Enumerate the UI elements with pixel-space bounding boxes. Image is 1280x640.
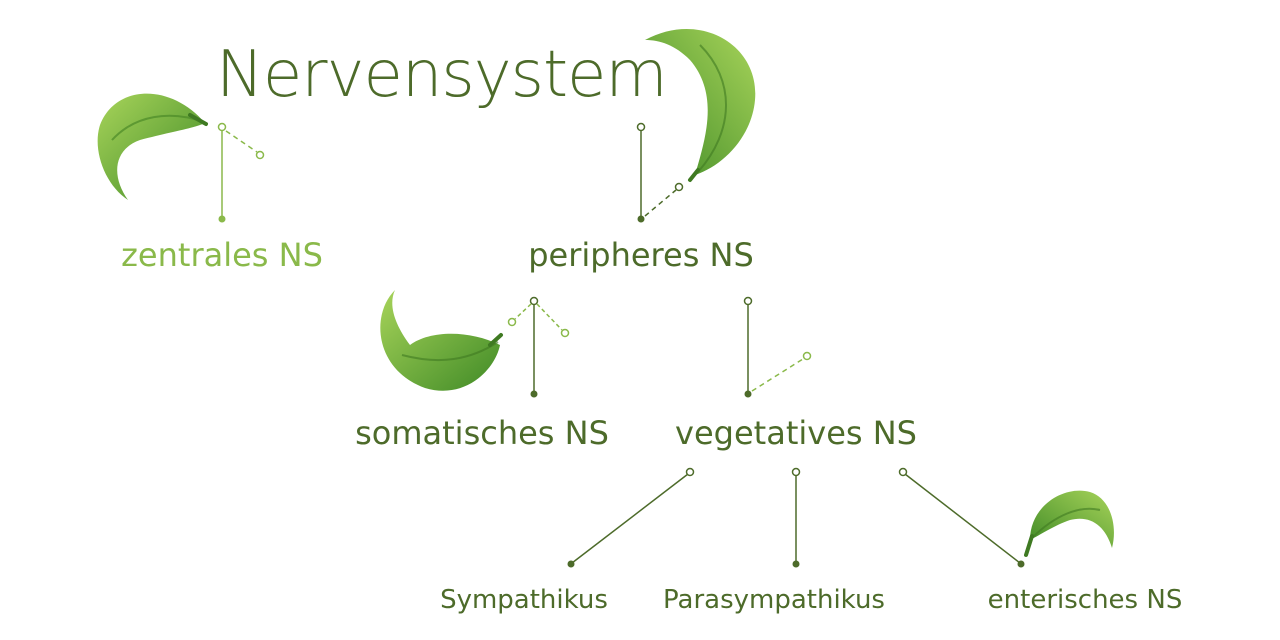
connector-sympathikus — [567, 467, 695, 568]
node-vegetatives-ns: vegetatives NS — [675, 414, 917, 452]
connector-zentral — [217, 122, 265, 223]
node-somatisches-ns: somatisches NS — [355, 414, 609, 452]
connector-vegetativ — [743, 296, 812, 398]
node-zentrales-ns: zentrales NS — [121, 236, 323, 274]
connector-parasympathikus — [791, 467, 801, 568]
node-parasympathikus: Parasympathikus — [663, 585, 885, 615]
node-peripheres-ns: peripheres NS — [528, 236, 754, 274]
leaf-icon-middle-left — [380, 290, 503, 391]
connector-somatisch — [507, 296, 570, 398]
leaf-icon-bottom-right — [1024, 490, 1114, 557]
node-sympathikus: Sympathikus — [440, 585, 608, 615]
diagram-title: Nervensystem — [216, 38, 668, 112]
leaf-icon-top-right — [645, 28, 756, 182]
leaf-icon-top-left — [97, 93, 208, 200]
connector-enterisch — [898, 467, 1025, 568]
node-enterisches-ns: enterisches NS — [987, 585, 1183, 615]
connector-peripher — [636, 122, 684, 223]
